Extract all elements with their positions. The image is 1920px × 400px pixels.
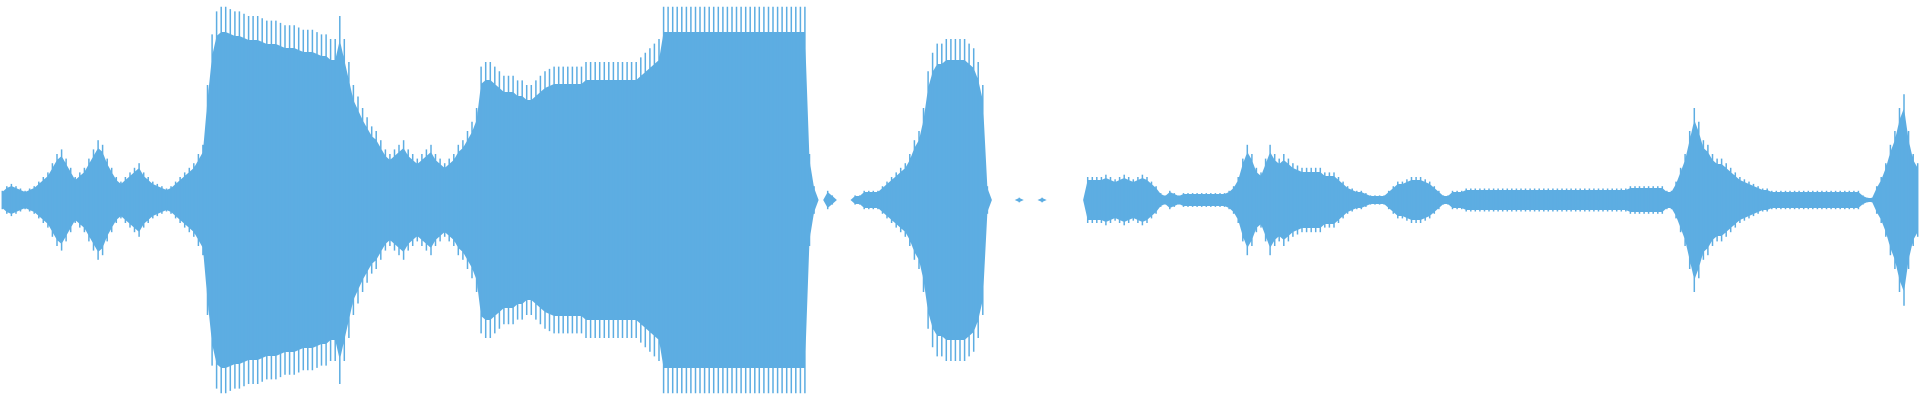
waveform-canvas bbox=[1, 6, 1919, 394]
audio-waveform bbox=[1, 6, 1919, 394]
